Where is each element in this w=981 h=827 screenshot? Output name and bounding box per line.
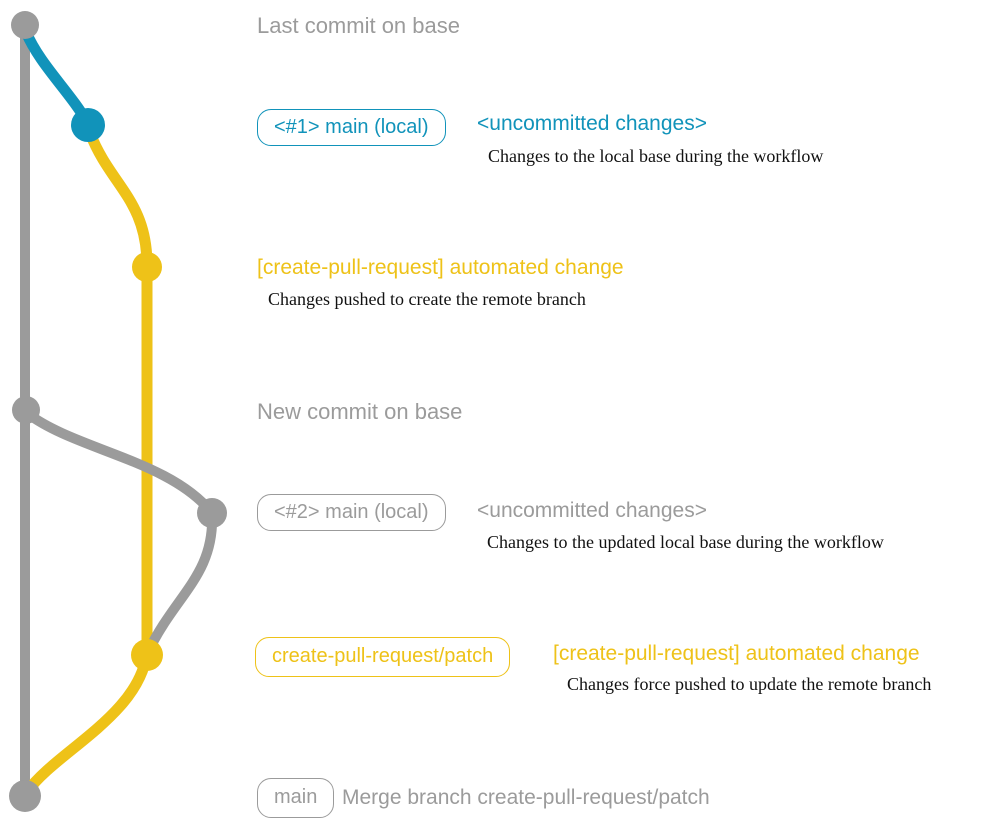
description-force-push-update: Changes force pushed to update the remot… <box>567 674 932 694</box>
uncommitted-changes-title-1: <uncommitted changes> <box>477 112 707 135</box>
commit-node-remote-1 <box>132 252 162 282</box>
commit-node-remote-2 <box>131 639 163 671</box>
local-branch-edge-1 <box>20 26 93 128</box>
automated-change-title-2: [create-pull-request] automated change <box>553 642 920 665</box>
automated-change-title-1: [create-pull-request] automated change <box>257 256 624 279</box>
annotation-last-commit-on-base: Last commit on base <box>257 13 460 38</box>
commit-node-local-2 <box>197 498 227 528</box>
commit-node-base-top <box>11 11 39 39</box>
local-branch-edge-2 <box>22 408 217 518</box>
merge-commit-title: Merge branch create-pull-request/patch <box>342 786 710 809</box>
description-local-changes-2: Changes to the updated local base during… <box>487 532 884 552</box>
commit-node-merge <box>9 780 41 812</box>
description-push-create: Changes pushed to create the remote bran… <box>268 289 586 309</box>
branch-badge-main: main <box>257 778 335 818</box>
commit-node-base-new <box>12 396 40 424</box>
branch-badge-main-local-2: <#2> main (local) <box>257 494 446 531</box>
uncommitted-changes-title-2: <uncommitted changes> <box>477 499 707 522</box>
local-branch-edge-3 <box>143 508 218 657</box>
commit-node-local-1 <box>71 108 105 142</box>
annotation-new-commit-on-base: New commit on base <box>257 399 463 424</box>
branch-badge-main-local-1: <#1> main (local) <box>257 109 446 146</box>
description-local-changes-1: Changes to the local base during the wor… <box>488 146 824 166</box>
branch-badge-create-pull-request-patch: create-pull-request/patch <box>255 637 511 677</box>
